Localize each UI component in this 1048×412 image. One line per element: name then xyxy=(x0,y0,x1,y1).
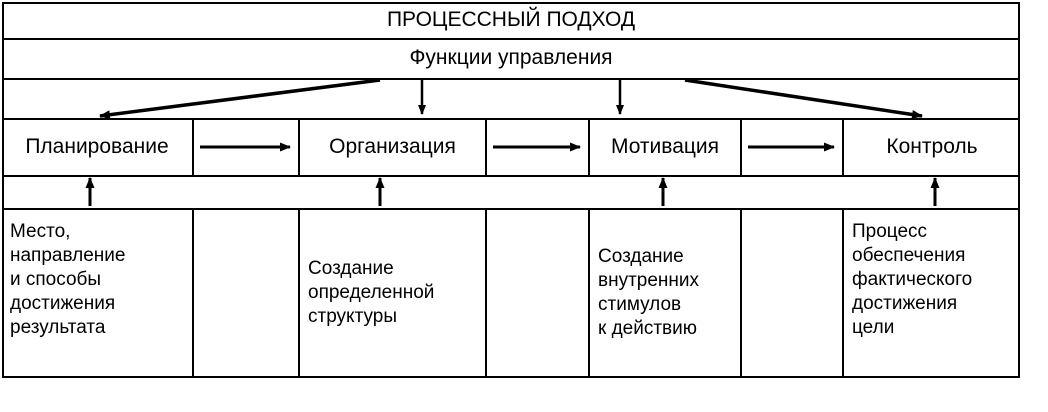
page-title: ПРОЦЕССНЫЙ ПОДХОД xyxy=(386,7,636,31)
vrule-desc-3 xyxy=(485,208,487,378)
vrule-desc-6 xyxy=(842,208,844,378)
vrule-func-4 xyxy=(588,118,590,175)
vrule-func-6 xyxy=(842,118,844,175)
function-box-planning: Планирование xyxy=(25,135,169,159)
rule-below-fan-row xyxy=(2,118,1020,120)
vrule-desc-2 xyxy=(298,208,300,378)
description-box-control: Процесс обеспечения фактического достиже… xyxy=(852,221,973,338)
rule-below-up-arrow-row xyxy=(2,208,1020,210)
rule-below-subtitle xyxy=(2,78,1020,80)
vrule-desc-4 xyxy=(588,208,590,378)
vrule-func-5 xyxy=(740,118,742,175)
function-box-control: Контроль xyxy=(886,135,978,159)
diagram-frame xyxy=(2,2,1020,378)
description-box-motivation: Создание внутренних стимулов к действию xyxy=(598,246,700,339)
description-box-planning: Место, направление и способы достижения … xyxy=(10,221,126,338)
subtitle: Функции управления xyxy=(409,45,613,69)
vrule-desc-5 xyxy=(740,208,742,378)
function-box-motivation: Мотивация xyxy=(610,135,720,159)
function-box-organization: Организация xyxy=(329,135,456,159)
rule-below-functions xyxy=(2,175,1020,177)
vrule-func-3 xyxy=(485,118,487,175)
vrule-func-2 xyxy=(298,118,300,175)
vrule-desc-1 xyxy=(192,208,194,378)
vrule-func-1 xyxy=(192,118,194,175)
description-box-organization: Создание определенной структуры xyxy=(308,258,435,327)
rule-below-title xyxy=(2,38,1020,40)
